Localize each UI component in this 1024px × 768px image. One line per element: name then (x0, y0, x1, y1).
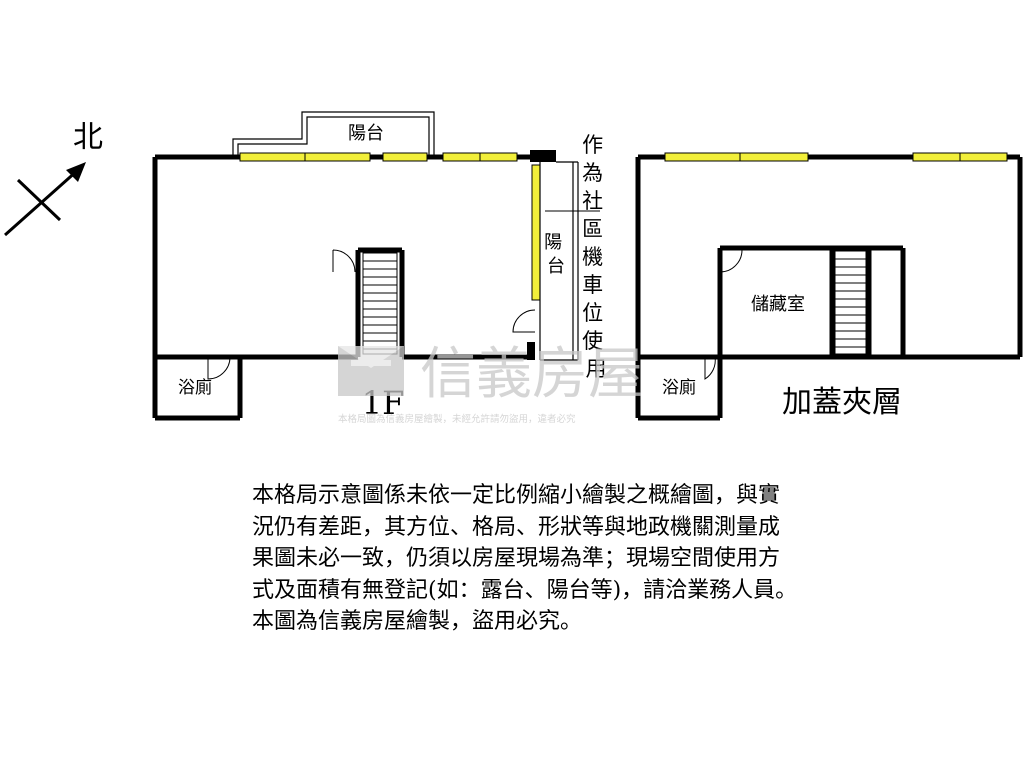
label-storage: 儲藏室 (751, 294, 805, 315)
window-1f-side (531, 164, 541, 301)
disclaimer-line: 況仍有差距，其方位、格局、形狀等與地政機關測量成 (252, 514, 781, 540)
side-note-vertical: 作 為 社 區 機 車 位 使 用 (582, 133, 610, 381)
wall-mezzanine-outer (635, 154, 1023, 421)
disclaimer-line: 式及面積有無登記(如：露台、陽台等)，請洽業務人員。 (252, 577, 798, 603)
plan-mezzanine: 儲藏室 浴廁 加蓋夾層 (635, 152, 1023, 421)
compass: 北 (4, 120, 103, 237)
door-swing-1f-stairs (332, 249, 356, 273)
side-note-char-6: 車 (582, 273, 603, 297)
label-mezzanine: 加蓋夾層 (782, 385, 902, 420)
label-balcony-side: 陽 台 (544, 232, 568, 277)
side-note-char-3: 社 (582, 189, 603, 213)
windows-mezzanine-top (664, 152, 1008, 162)
watermark-notice: 本格局圖為信義房屋繪製，未經允許請勿盜用，違者必究 (338, 413, 576, 425)
door-swing-1f-balcony (512, 309, 536, 333)
label-balcony-side-char-1: 陽 (544, 232, 562, 253)
floor-plan-diagram: 北 (4, 111, 1023, 425)
label-bathroom-mezzanine: 浴廁 (662, 377, 696, 398)
disclaimer-line: 果圖未必一致，仍須以房屋現場為準；現場空間使用方 (252, 546, 781, 571)
balcony-top-outline (232, 111, 435, 157)
side-note-char-5: 機 (582, 245, 603, 269)
windows-1f-top (239, 152, 518, 162)
balcony-side-post (530, 150, 556, 162)
north-label: 北 (73, 120, 103, 155)
door-swing-mezzanine-storage (719, 249, 743, 273)
label-bathroom-1f: 浴廁 (178, 377, 212, 398)
door-swing-mezzanine-bath (704, 356, 716, 380)
balcony-top-outline-inner (237, 116, 430, 157)
stairs-mezzanine (834, 250, 867, 355)
side-note-char-7: 位 (582, 301, 603, 325)
disclaimer-text: 本格局示意圖係未依一定比例縮小繪製之概繪圖，與實 況仍有差距，其方位、格局、形狀… (252, 480, 952, 638)
label-balcony-top: 陽台 (348, 123, 384, 144)
side-note-char-4: 區 (582, 217, 603, 241)
disclaimer-line: 本格局示意圖係未依一定比例縮小繪製之概繪圖，與實 (252, 483, 781, 508)
label-balcony-side-char-2: 台 (547, 256, 565, 277)
side-note-char-2: 為 (582, 161, 603, 185)
compass-cross-line-b (4, 168, 79, 237)
watermark: 信義房屋 本格局圖為信義房屋繪製，未經允許請勿盜用，違者必究 (338, 342, 644, 425)
stairs-1f (362, 252, 398, 355)
side-note-char-1: 作 (582, 133, 603, 157)
side-note-char-8: 使 (582, 329, 603, 353)
balcony-side-wall-stub (527, 342, 535, 360)
compass-cross-line-a (16, 178, 62, 222)
stairs-mezzanine-treads (835, 258, 866, 348)
door-swing-1f-bath (207, 356, 231, 380)
side-note-char-9: 用 (586, 357, 607, 381)
disclaimer-line: 本圖為信義房屋繪製，盜用必究。 (252, 609, 583, 634)
watermark-logo-icon (338, 346, 404, 396)
watermark-brand: 信義房屋 (420, 342, 644, 407)
north-arrow-icon (66, 162, 86, 182)
